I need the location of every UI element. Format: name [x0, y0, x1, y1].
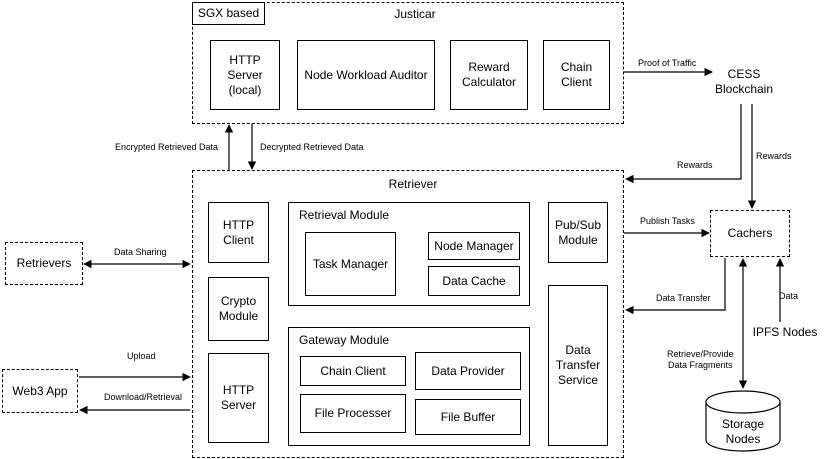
- data-transfer-service: Data Transfer Service: [548, 285, 608, 446]
- storage-nodes-cylinder: [705, 390, 781, 452]
- justicar-http-server: HTTP Server (local): [210, 40, 280, 110]
- data-provider: Data Provider: [415, 352, 521, 390]
- gateway-chain-client: Chain Client: [300, 356, 406, 386]
- cess-blockchain: CESS Blockchain: [714, 67, 774, 96]
- retrievers-external: Retrievers: [5, 242, 83, 285]
- justicar-container: [192, 2, 624, 124]
- node-workload-auditor: Node Workload Auditor: [297, 40, 435, 110]
- sgx-based-tag: SGX based: [192, 2, 265, 25]
- label-download-retrieval: Download/Retrieval: [104, 392, 183, 402]
- label-decrypted-retrieved-data: Decrypted Retrieved Data: [260, 142, 364, 152]
- justicar-chain-client: Chain Client: [543, 40, 610, 110]
- storage-nodes-label: Storage Nodes: [721, 417, 765, 446]
- web3-app: Web3 App: [2, 369, 78, 413]
- label-retrieve-provide: Retrieve/Provide Data Fragments: [667, 349, 734, 370]
- retriever-http-client: HTTP Client: [208, 202, 269, 263]
- label-rewards-down: Rewards: [756, 151, 792, 161]
- data-cache: Data Cache: [428, 266, 520, 296]
- sgx-based-label: SGX based: [197, 6, 260, 20]
- label-data-transfer: Data Transfer: [656, 293, 711, 303]
- justicar-title: Justicar: [394, 6, 436, 21]
- gateway-module-title: Gateway Module: [299, 333, 390, 347]
- crypto-module: Crypto Module: [208, 277, 269, 341]
- ipfs-nodes: IPFS Nodes: [752, 324, 818, 339]
- label-data-sharing: Data Sharing: [114, 247, 167, 257]
- file-buffer: File Buffer: [415, 399, 521, 435]
- label-rewards-left: Rewards: [677, 160, 713, 170]
- label-publish-tasks: Publish Tasks: [640, 216, 695, 226]
- file-processer: File Processer: [300, 394, 406, 433]
- retriever-http-server: HTTP Server: [208, 353, 269, 443]
- label-encrypted-retrieved-data: Encrypted Retrieved Data: [115, 142, 219, 152]
- node-manager: Node Manager: [428, 232, 520, 260]
- reward-calculator: Reward Calculator: [450, 40, 528, 110]
- cachers-box: Cachers: [710, 210, 790, 257]
- data-transfer-arrow: [625, 258, 726, 315]
- retriever-container: [192, 170, 624, 458]
- task-manager: Task Manager: [305, 232, 396, 296]
- label-data: Data: [779, 291, 799, 301]
- label-proof-of-traffic: Proof of Traffic: [638, 58, 697, 68]
- retriever-title: Retriever: [388, 176, 438, 191]
- rewards-to-retriever-arrow: [625, 104, 742, 184]
- retrieval-module-title: Retrieval Module: [299, 208, 390, 222]
- pubsub-module: Pub/Sub Module: [548, 202, 608, 263]
- label-upload: Upload: [127, 351, 156, 361]
